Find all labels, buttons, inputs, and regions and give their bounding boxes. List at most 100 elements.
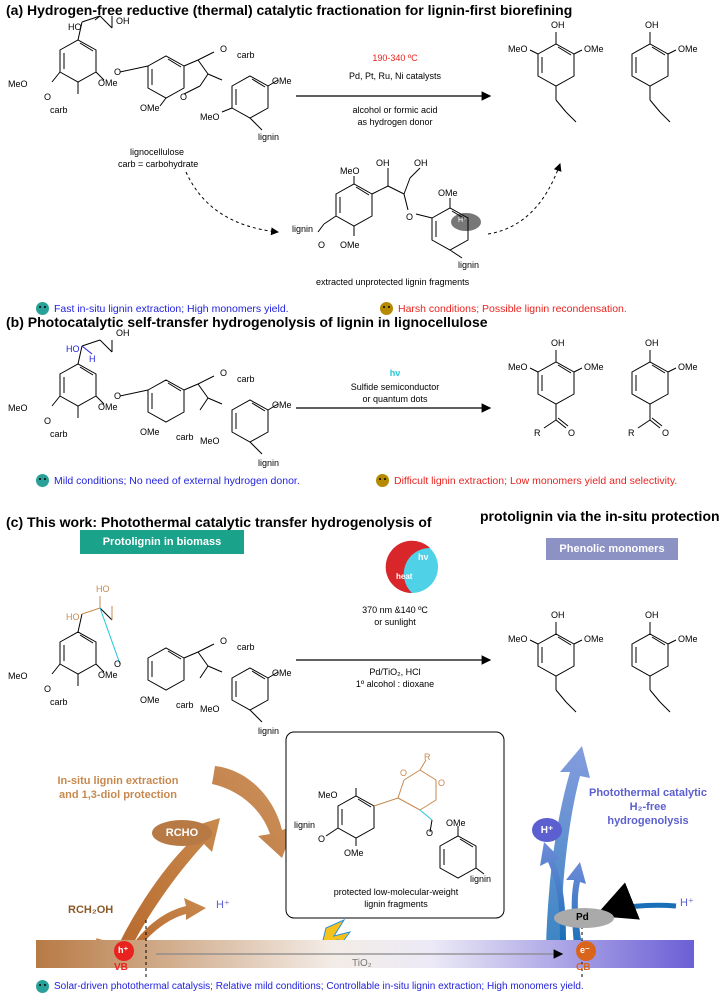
oh-label: OH — [645, 20, 659, 30]
product-guaiacyl-b — [631, 350, 677, 429]
heat-light-badge — [385, 540, 438, 594]
cond-c-line3: Pd/TiO₂, HCl — [369, 667, 421, 677]
happy-face-icon — [36, 302, 49, 315]
o-carb-label: O — [44, 92, 51, 102]
meo-label: MeO — [508, 634, 528, 644]
hole-icon — [114, 941, 134, 961]
pro-a-text: Fast in-situ lignin extraction; High mon… — [54, 302, 289, 315]
oh-label: OH — [414, 158, 428, 168]
oh-label: OH — [645, 338, 659, 348]
ome-label: OMe — [678, 634, 698, 644]
hplus-right-arrow — [595, 882, 677, 920]
rcho-arrow — [116, 818, 220, 950]
o-label: O — [318, 240, 325, 250]
o-label: O — [568, 428, 575, 438]
o-label: O — [400, 768, 407, 778]
pd-label: Pd — [576, 912, 589, 923]
pd-particle — [554, 908, 614, 928]
product-syringyl-b — [529, 350, 583, 429]
protected-label-line2: lignin fragments — [364, 899, 428, 909]
temperature-a: 190-340 ºC — [372, 53, 418, 63]
light-b: hν — [389, 368, 401, 378]
sad-face-icon — [376, 474, 389, 487]
hplus-left: H⁺ — [216, 899, 230, 911]
oh-label: OH — [116, 328, 130, 338]
o-label: O — [406, 212, 413, 222]
protected-fragment-structure — [325, 788, 485, 879]
ho-label: HO — [68, 22, 82, 32]
lignocellulose-structure-a — [51, 15, 279, 131]
donor-a-line1: alcohol or formic acid — [352, 105, 438, 115]
ether-bond-highlight — [419, 809, 433, 821]
lignin-label: lignin — [292, 224, 313, 234]
carb-label: carb — [176, 432, 194, 442]
oh-label: OH — [551, 338, 565, 348]
hplus-bubble-a — [451, 213, 481, 231]
carb-label: carb — [50, 105, 68, 115]
ome-label: OMe — [140, 695, 160, 705]
hplus-left-arrow — [130, 898, 206, 952]
electron-up-arrow — [566, 862, 586, 946]
carb-label: carb — [237, 642, 255, 652]
cond-b-line2: or quantum dots — [362, 394, 428, 404]
oh-label: OH — [551, 20, 565, 30]
pro-b: Mild conditions; No need of external hyd… — [36, 474, 300, 487]
o-label: O — [438, 778, 445, 788]
ho-label: HO — [66, 612, 80, 622]
tio2-label: TiO₂ — [352, 958, 372, 969]
electron-label: e⁻ — [580, 945, 590, 955]
oh-label: OH — [645, 610, 659, 620]
happy-face-icon — [36, 474, 49, 487]
rch2oh-label: RCH₂OH — [68, 904, 114, 916]
meo-label: MeO — [200, 704, 220, 714]
rcho-bubble: RCHO — [152, 820, 212, 846]
meo-label: MeO — [200, 112, 220, 122]
o-label: O — [318, 834, 325, 844]
section-a-title: (a) Hydrogen-free reductive (thermal) ca… — [6, 2, 573, 18]
ome-label: OMe — [140, 103, 160, 113]
o-carb-label: O — [44, 684, 51, 694]
hydro-line3: hydrogenolysis — [607, 815, 689, 827]
donor-a-line2: as hydrogen donor — [357, 117, 433, 127]
lignin-label: lignin — [470, 874, 491, 884]
hydro-line2: H₂-free — [629, 801, 667, 813]
section-c-title-left: (c) This work: Photothermal catalytic tr… — [6, 514, 432, 530]
hplus-bubble-c: H⁺ — [532, 818, 562, 842]
product-syringyl-a — [529, 32, 583, 123]
ome-label: OMe — [678, 44, 698, 54]
con-b: Difficult lignin extraction; Low monomer… — [376, 474, 677, 487]
substrate-label-a: lignocellulose — [130, 147, 185, 157]
meo-label: MeO — [318, 790, 338, 800]
meo-label: MeO — [508, 44, 528, 54]
fragment-structure-a — [317, 167, 469, 259]
ome-label: OMe — [340, 240, 360, 250]
hole-label: h⁺ — [118, 945, 129, 955]
ether-bond-highlight — [99, 607, 121, 665]
fragments-label-a: extracted unprotected lignin fragments — [316, 277, 470, 287]
lignin-label: lignin — [258, 458, 279, 468]
ho-label: HO — [66, 344, 80, 354]
lignin-label: lignin — [458, 260, 479, 270]
ome-label: OMe — [584, 44, 604, 54]
ome-label: OMe — [272, 76, 292, 86]
protected-label-line1: protected low-molecular-weight — [333, 887, 459, 897]
catalysts-a: Pd, Pt, Ru, Ni catalysts — [348, 71, 442, 81]
con-a-text: Harsh conditions; Possible lignin recond… — [398, 302, 627, 315]
r-label: R — [424, 752, 431, 762]
o-label: O — [114, 659, 121, 669]
ome-label: OMe — [344, 848, 364, 858]
protolignin-box: Protolignin in biomass — [80, 530, 244, 554]
oh-label: OH — [116, 16, 130, 26]
lignin-label: lignin — [294, 820, 315, 830]
lignocellulose-structure-b — [51, 339, 279, 455]
o-label: O — [426, 828, 433, 838]
protolignin-structure-c — [51, 607, 279, 723]
cond-c-line1: 370 nm &140 ºC — [362, 605, 428, 615]
meo-label: MeO — [8, 403, 28, 413]
o-carb-label: O — [220, 44, 227, 54]
ome-label: OMe — [98, 78, 118, 88]
oh-label: OH — [551, 610, 565, 620]
badge-light: hν — [418, 552, 429, 562]
product-guaiacyl-c — [631, 622, 677, 713]
